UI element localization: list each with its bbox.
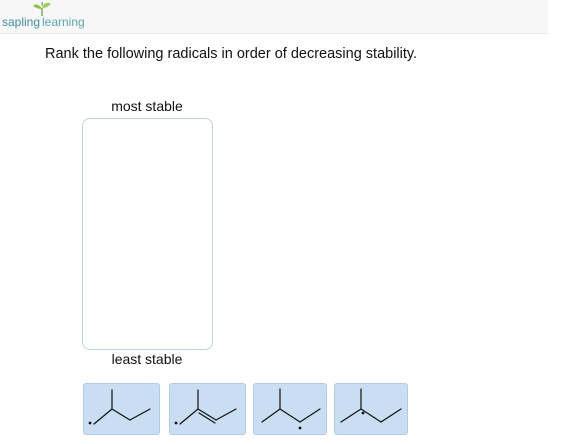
- sprout-icon: [33, 2, 51, 16]
- least-stable-label: least stable: [111, 351, 183, 367]
- logo-text-sapling: sapling: [2, 15, 41, 29]
- tertiary-radical-structure-icon: [340, 388, 402, 423]
- radical-option-2[interactable]: [169, 383, 246, 435]
- sapling-learning-logo[interactable]: sapling learning: [2, 2, 92, 32]
- radical-option-1[interactable]: [83, 383, 160, 435]
- ranking-drop-zone[interactable]: [82, 118, 213, 350]
- radical-option-4[interactable]: [334, 383, 408, 435]
- secondary-alkene-radical-structure-icon: [261, 388, 321, 430]
- logo-text-learning: learning: [42, 15, 85, 29]
- header-bar: sapling learning: [0, 0, 548, 34]
- radical-option-3[interactable]: [253, 383, 327, 435]
- isopentyl-primary-radical-structure-icon: [88, 389, 151, 425]
- question-prompt: Rank the following radicals in order of …: [45, 46, 418, 62]
- allylic-primary-radical-structure-icon: [174, 389, 237, 425]
- most-stable-label: most stable: [111, 98, 183, 114]
